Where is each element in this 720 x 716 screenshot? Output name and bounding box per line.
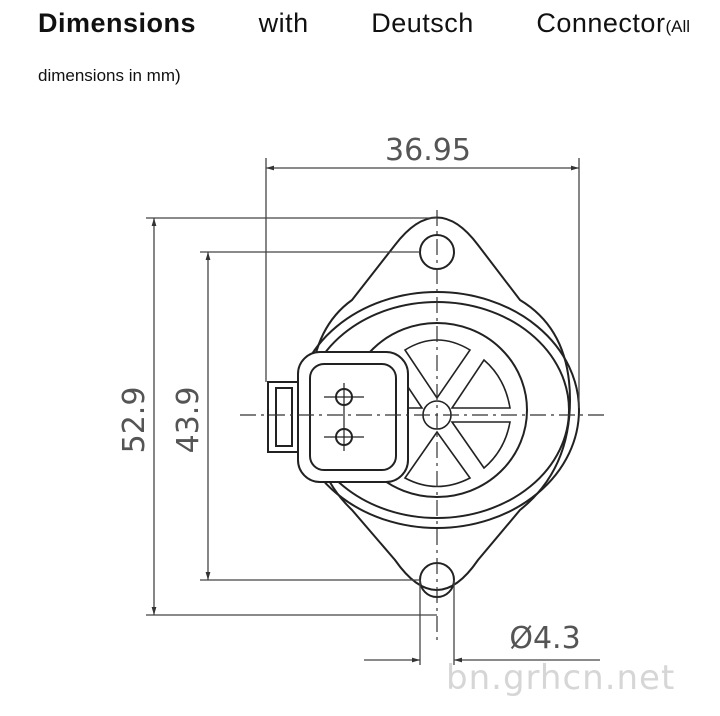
heading-note-start: (All — [665, 17, 690, 36]
connector-latch — [267, 381, 299, 453]
heading-word-dimensions: Dimensions — [38, 8, 197, 38]
dim-overall-height-label: 52.9 — [117, 387, 152, 454]
deutsch-connector — [267, 351, 409, 483]
heading-word-deutsch: Deutsch — [371, 8, 474, 38]
extension-lines — [146, 158, 580, 665]
center-lines — [240, 210, 605, 640]
heading-word-with: with — [258, 8, 309, 38]
heading-line1: Dimensions with Deutsch Connector(All — [38, 8, 690, 44]
dim-hole-spacing-label: 43.9 — [171, 387, 206, 454]
connector-face — [309, 363, 397, 471]
dim-hole-diameter-label: Ø4.3 — [509, 621, 580, 656]
connector-housing — [297, 351, 409, 483]
watermark: bn.grhcn.net — [446, 658, 676, 698]
dimension-lines — [151, 165, 600, 663]
heading-word-connector: Connector — [536, 8, 666, 38]
heading-word-connector-group: Connector(All — [536, 8, 690, 39]
dim-width-label: 36.95 — [385, 133, 471, 168]
heading: Dimensions with Deutsch Connector(All di… — [38, 8, 690, 86]
heading-note-end: dimensions in mm) — [38, 66, 181, 85]
